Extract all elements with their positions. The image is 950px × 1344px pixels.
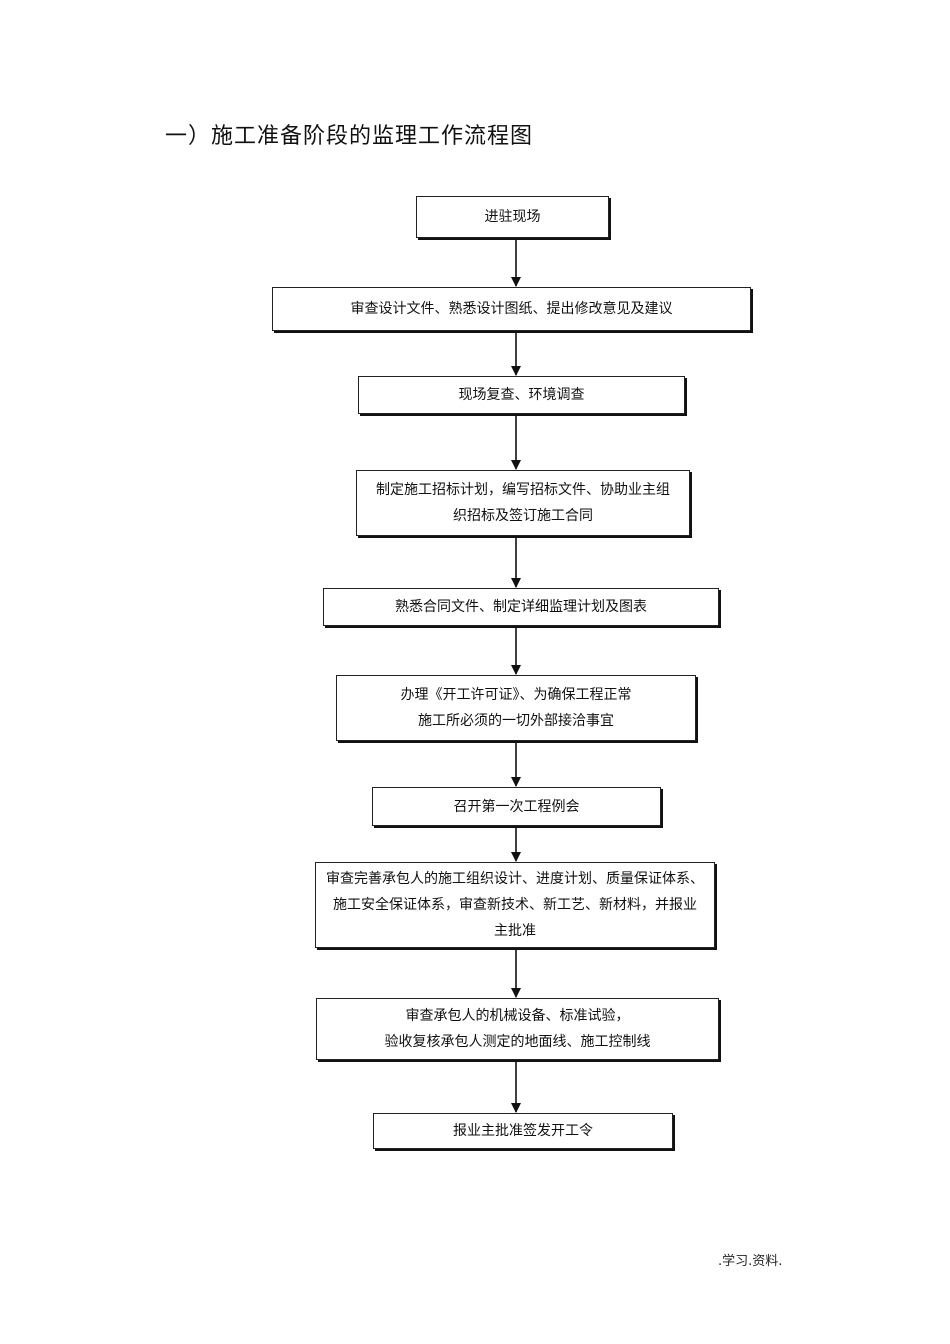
flow-step-text: 审查完善承包人的施工组织设计、进度计划、质量保证体系、 施工安全保证体系，审查新… — [326, 871, 704, 939]
page-title: 一）施工准备阶段的监理工作流程图 — [165, 124, 534, 149]
flow-step-supervision-plan: 熟悉合同文件、制定详细监理计划及图表 — [323, 588, 719, 626]
flow-step-start-permit: 办理《开工许可证》、为确保工程正常 施工所必须的一切外部接洽事宜 — [336, 675, 696, 741]
flow-step-text: 进驻现场 — [484, 209, 541, 225]
flow-step-text: 审查承包人的机械设备、标准试验， 验收复核承包人测定的地面线、施工控制线 — [384, 1008, 651, 1050]
flow-step-equipment-check: 审查承包人的机械设备、标准试验， 验收复核承包人测定的地面线、施工控制线 — [316, 998, 719, 1060]
flow-step-site-survey: 现场复查、环境调查 — [358, 376, 685, 414]
flow-step-first-meeting: 召开第一次工程例会 — [372, 787, 661, 826]
flow-step-review-organization: 审查完善承包人的施工组织设计、进度计划、质量保证体系、 施工安全保证体系，审查新… — [315, 862, 715, 948]
flow-step-text: 熟悉合同文件、制定详细监理计划及图表 — [395, 599, 647, 615]
flow-step-review-design: 审查设计文件、熟悉设计图纸、提出修改意见及建议 — [272, 287, 751, 331]
flow-step-text: 召开第一次工程例会 — [453, 798, 580, 815]
page-footer: .学习.资料. — [718, 1254, 783, 1269]
flow-step-text: 现场复查、环境调查 — [458, 387, 585, 403]
flow-step-text: 制定施工招标计划，编写招标文件、协助业主组 织招标及签订施工合同 — [376, 482, 670, 524]
flow-step-text: 办理《开工许可证》、为确保工程正常 施工所必须的一切外部接洽事宜 — [400, 687, 632, 729]
flow-step-text: 审查设计文件、熟悉设计图纸、提出修改意见及建议 — [350, 301, 673, 317]
flow-step-enter-site: 进驻现场 — [416, 196, 609, 238]
flow-step-start-order: 报业主批准签发开工令 — [373, 1113, 673, 1149]
flow-step-tender-plan: 制定施工招标计划，编写招标文件、协助业主组 织招标及签订施工合同 — [356, 470, 690, 536]
flow-step-text: 报业主批准签发开工令 — [453, 1123, 593, 1139]
